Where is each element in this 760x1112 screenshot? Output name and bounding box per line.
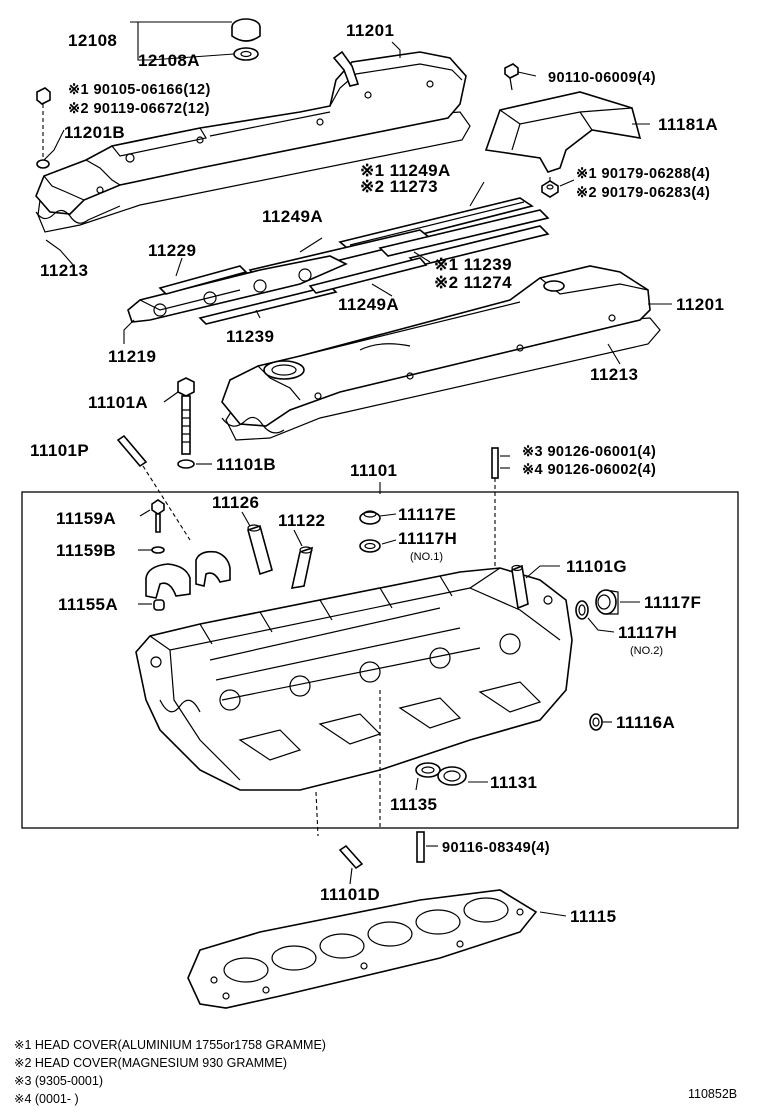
label-11213-right: 11213 <box>590 365 638 384</box>
head-cover-left-icon <box>35 50 471 233</box>
head-cover-right-icon <box>221 265 661 441</box>
label-11117E: 11117E <box>398 505 456 524</box>
oil-filler-cap-icon <box>231 18 261 61</box>
stud-icon <box>491 447 499 580</box>
label-11101P: 11101P <box>30 441 89 460</box>
plug-icon <box>589 713 603 731</box>
bolt-icon <box>504 63 519 91</box>
seal-ring-icon <box>575 600 589 620</box>
label-90126-06001: ※3 90126-06001(4) <box>522 444 656 460</box>
label-11201B: 11201B <box>64 123 125 142</box>
label-11117H-no2-sub: (NO.2) <box>630 645 663 657</box>
bearing-cap-icon <box>145 563 191 599</box>
label-11201-right: 11201 <box>676 295 724 314</box>
head-bolt-icon <box>177 377 195 455</box>
guide-tube-icon <box>247 524 273 576</box>
label-90105: ※1 90105-06166(12) <box>68 82 211 98</box>
label-11126: 11126 <box>212 493 259 512</box>
label-11159A: 11159A <box>56 509 116 528</box>
label-11274: ※2 11274 <box>434 273 512 292</box>
stud-icon <box>116 434 191 541</box>
label-11117H-no1-sub: (NO.1) <box>410 551 443 563</box>
seal-ring-icon <box>359 539 381 553</box>
label-11135: 11135 <box>390 795 437 814</box>
label-90126-06002: ※4 90126-06002(4) <box>522 462 656 478</box>
label-11122: 11122 <box>278 511 325 530</box>
leader-lines <box>43 21 672 917</box>
label-11239-bottom: 11239 <box>226 327 274 346</box>
guide-tube-icon <box>290 546 314 589</box>
label-11155A: 11155A <box>58 595 118 614</box>
label-90119: ※2 90119-06672(12) <box>68 101 210 117</box>
label-11219: 11219 <box>108 347 156 366</box>
note-1: ※1 HEAD COVER(ALUMINIUM 1755or1758 GRAMM… <box>14 1038 326 1052</box>
label-90110: 90110-06009(4) <box>548 70 656 86</box>
label-11273: ※2 11273 <box>360 177 438 196</box>
spark-plug-gasket-plate-icon <box>127 197 550 325</box>
label-12108: 12108 <box>68 31 117 50</box>
washer-icon <box>151 546 165 554</box>
part-labels: 12108 12108A 11201 ※1 90105-06166(12) ※2… <box>30 21 724 926</box>
plug-icon <box>595 589 619 615</box>
stud-icon <box>379 690 425 863</box>
bolt-icon <box>36 87 51 169</box>
label-11213-left: 11213 <box>40 261 88 280</box>
label-90116: 90116-08349(4) <box>442 840 550 856</box>
note-2: ※2 HEAD COVER(MAGNESIUM 930 GRAMME) <box>14 1056 287 1070</box>
cylinder-head-icon <box>135 567 573 791</box>
note-4: ※4 (0001- ) <box>14 1092 79 1106</box>
nut-icon <box>541 174 559 198</box>
oil-seal-icon <box>415 762 441 778</box>
washer-icon <box>177 459 195 469</box>
diagram-id: 110852B <box>688 1087 737 1101</box>
dowel-icon <box>153 599 165 611</box>
label-11249A-bottom: 11249A <box>338 295 399 314</box>
label-11249A-left: 11249A <box>262 207 323 226</box>
bolt-icon <box>151 499 165 533</box>
bearing-cap-icon <box>195 550 231 587</box>
label-11117H-no2: 11117H <box>618 623 677 642</box>
stud-icon <box>315 791 364 870</box>
label-11116A: 11116A <box>616 713 675 732</box>
label-12108A: 12108A <box>138 51 200 70</box>
footnotes: ※1 HEAD COVER(ALUMINIUM 1755or1758 GRAMM… <box>14 1038 737 1106</box>
label-11181A: 11181A <box>658 115 718 134</box>
label-11159B: 11159B <box>56 541 116 560</box>
label-90179-06283: ※2 90179-06283(4) <box>576 185 710 201</box>
pipe-icon <box>511 564 529 610</box>
oil-seal-icon <box>437 766 467 786</box>
label-11249A-right: ※1 11249A <box>360 161 451 180</box>
label-11117F: 11117F <box>644 593 701 612</box>
note-3: ※3 (9305-0001) <box>14 1074 103 1088</box>
label-90179-06288: ※1 90179-06288(4) <box>576 166 710 182</box>
label-11115: 11115 <box>570 907 616 926</box>
label-11131: 11131 <box>490 773 537 792</box>
label-11101G: 11101G <box>566 557 627 576</box>
plug-icon <box>359 510 381 525</box>
label-11239-right: ※1 11239 <box>434 255 512 274</box>
label-11101: 11101 <box>350 461 397 480</box>
heat-insulator-icon <box>484 91 642 173</box>
label-11101A: 11101A <box>88 393 148 412</box>
head-gasket-icon <box>187 889 538 1009</box>
label-11101D: 11101D <box>320 885 380 904</box>
label-11117H-no1: 11117H <box>398 529 457 548</box>
label-11201-top: 11201 <box>346 21 394 40</box>
label-11229: 11229 <box>148 241 196 260</box>
label-11101B: 11101B <box>216 455 276 474</box>
